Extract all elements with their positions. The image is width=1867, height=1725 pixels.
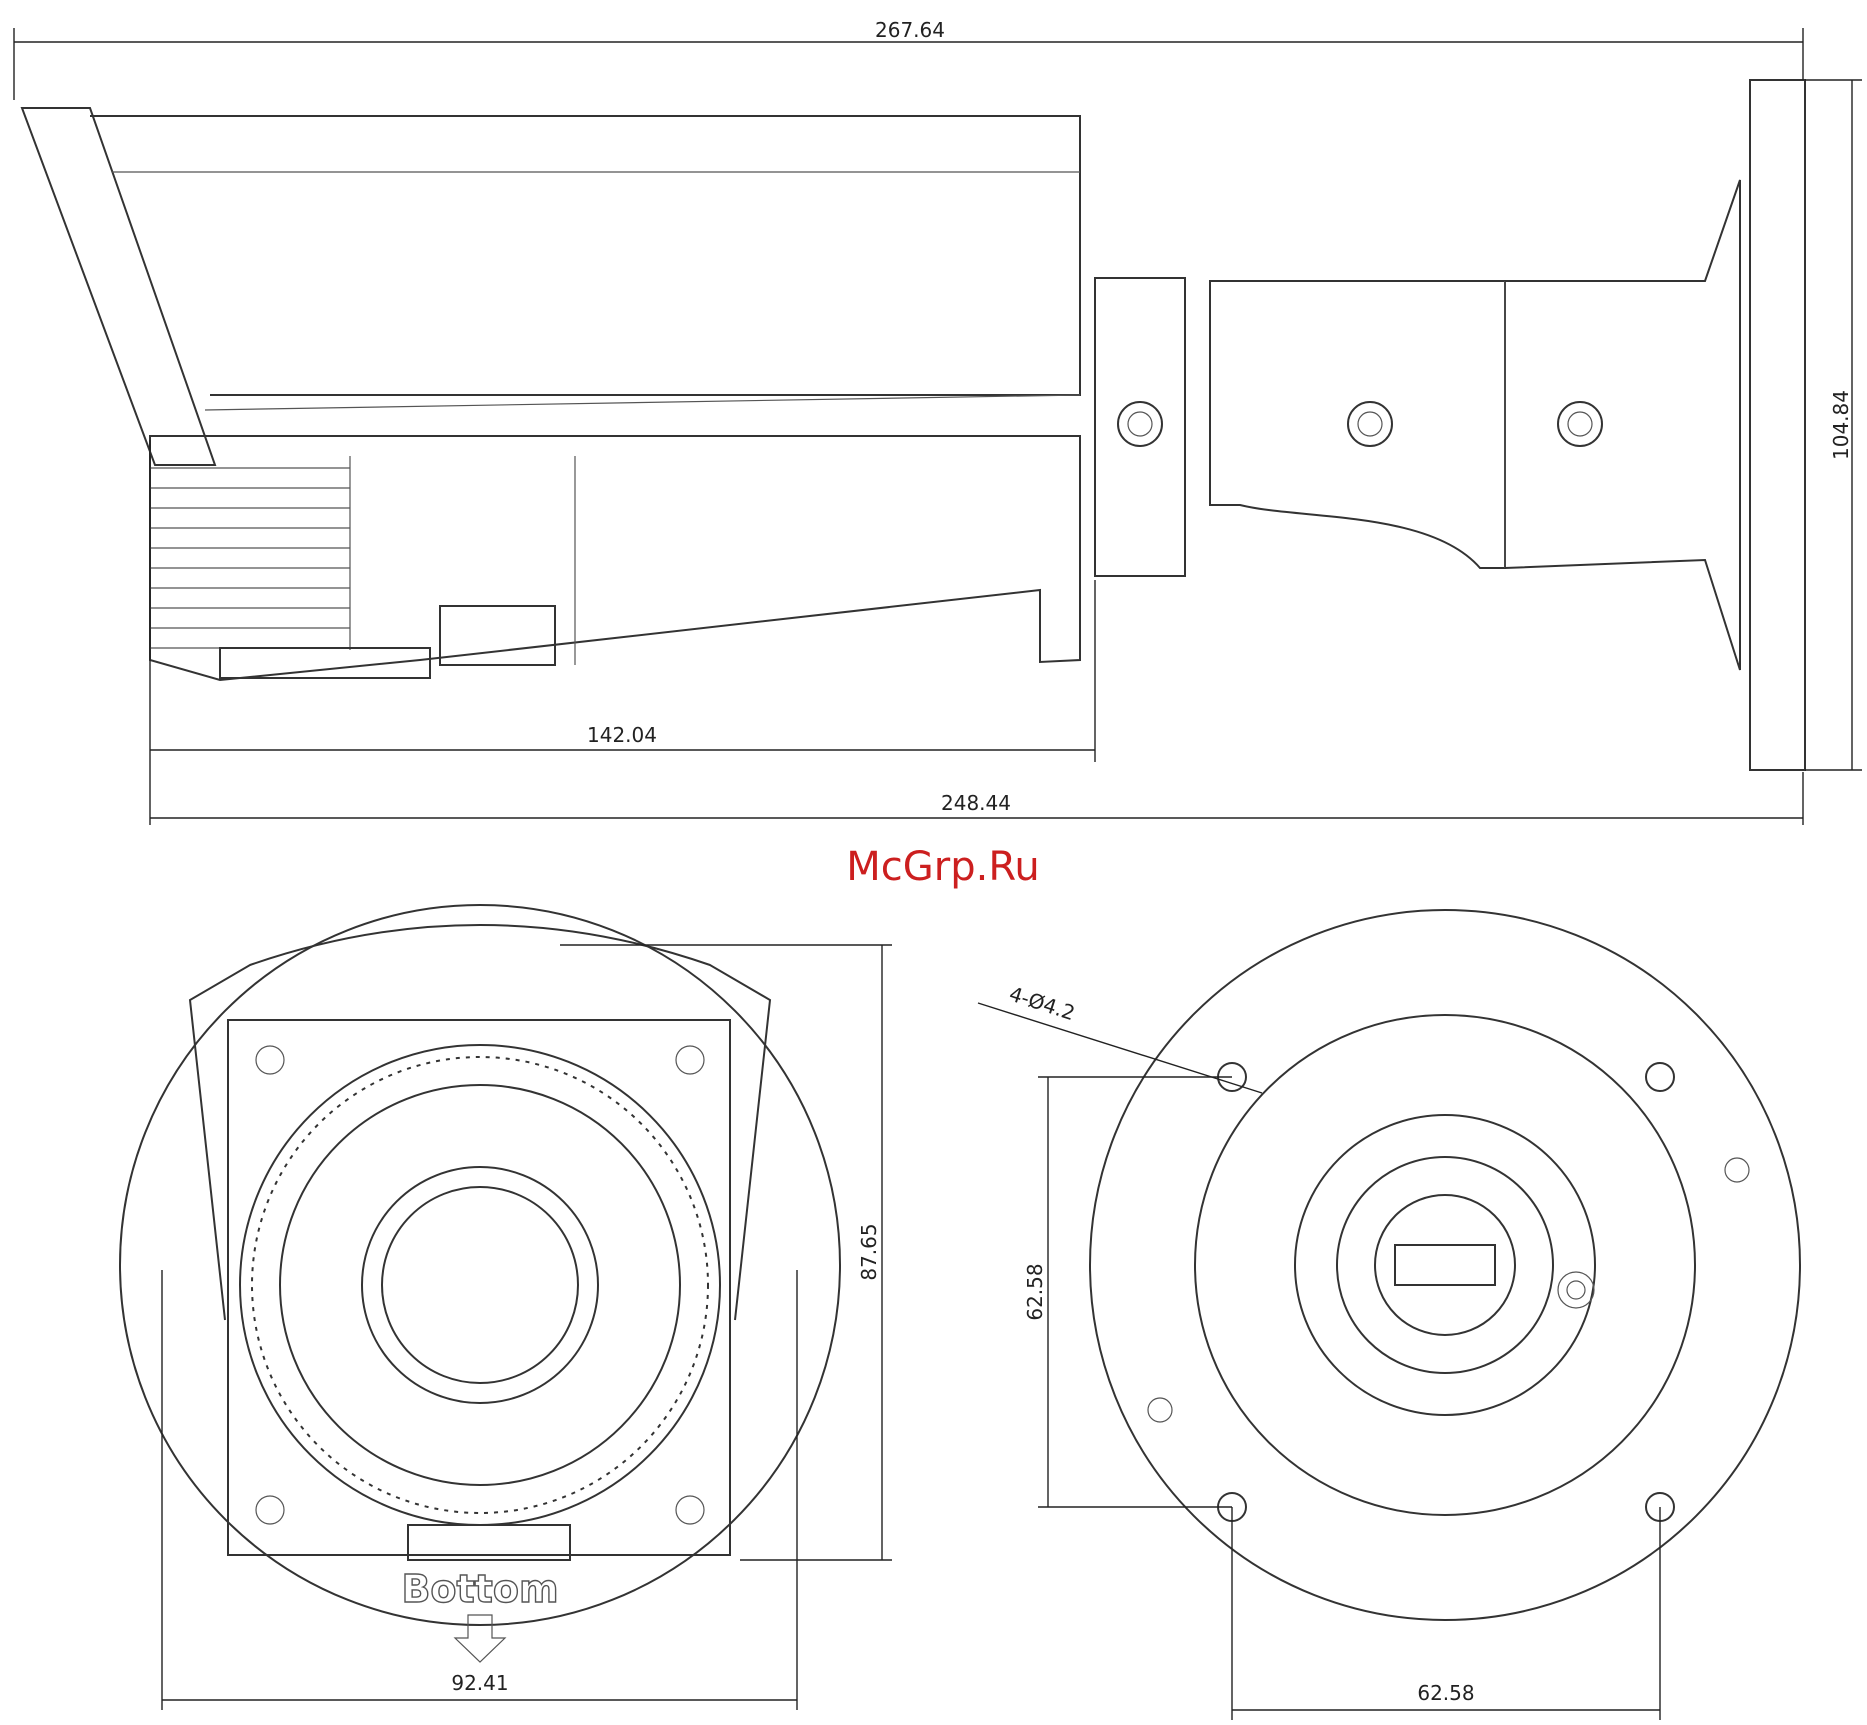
arm-screw-icon-2 [1558, 402, 1602, 446]
dim-mount-length: 248.44 [941, 791, 1011, 815]
mount-base-plate [1750, 80, 1805, 770]
dim-front-width: 92.41 [451, 1671, 508, 1695]
base-inner-circle [1195, 1015, 1695, 1515]
sunshield-bottom [205, 395, 1080, 410]
lens-glass-outer [362, 1167, 598, 1403]
front-body-square [228, 1020, 730, 1555]
dim-overall-length: 267.64 [875, 18, 945, 42]
dim-hole-label: 4-Ø4.2 [1006, 982, 1078, 1026]
front-view: Bottom 87.65 92.41 [120, 905, 892, 1710]
dim-height: 104.84 [1829, 390, 1853, 460]
base-hub-slot [1395, 1245, 1495, 1285]
corner-hole-icon-4 [676, 1496, 704, 1524]
dim-front-height: 87.65 [857, 1223, 881, 1280]
collar-screw-icon [1118, 402, 1162, 446]
corner-hole-icon-1 [256, 1046, 284, 1074]
aux-hole-icon-2 [1725, 1158, 1749, 1182]
hub-side-hole-icon [1558, 1272, 1594, 1308]
lens-ring-inner [280, 1085, 680, 1485]
aux-hole-icon-1 [1148, 1398, 1172, 1422]
base-view: 4-Ø4.2 62.58 62.58 [978, 910, 1800, 1720]
corner-hole-icon-3 [256, 1496, 284, 1524]
camera-body [150, 436, 1080, 680]
base-outer-circle [1090, 910, 1800, 1620]
hole-leader-line [978, 1003, 1262, 1093]
sunshield-top [90, 116, 1080, 395]
dim-body-length: 142.04 [587, 723, 657, 747]
front-sunshield [190, 925, 770, 1320]
arm-screw-icon-1 [1348, 402, 1392, 446]
joint-collar [1095, 278, 1185, 576]
down-arrow-icon [455, 1615, 505, 1662]
mount-hole-icon-2 [1646, 1063, 1674, 1091]
dim-hole-spacing-v: 62.58 [1023, 1263, 1047, 1320]
corner-hole-icon-2 [676, 1046, 704, 1074]
lens-ring-teeth [252, 1057, 708, 1513]
side-view: 267.64 142.04 248.44 104.84 [14, 18, 1862, 825]
base-hub-ring [1337, 1157, 1553, 1373]
base-hub-outer [1295, 1115, 1595, 1415]
sunshield-front [22, 108, 215, 465]
embossed-bottom-text: Bottom [401, 1567, 558, 1611]
watermark-text: McGrp.Ru [846, 844, 1039, 890]
lens-ring-outer [240, 1045, 720, 1525]
lens-glass-inner [382, 1187, 578, 1383]
cooling-fins [150, 468, 350, 648]
dim-hole-spacing-h: 62.58 [1417, 1681, 1474, 1705]
mount-base-neck [1505, 180, 1740, 670]
